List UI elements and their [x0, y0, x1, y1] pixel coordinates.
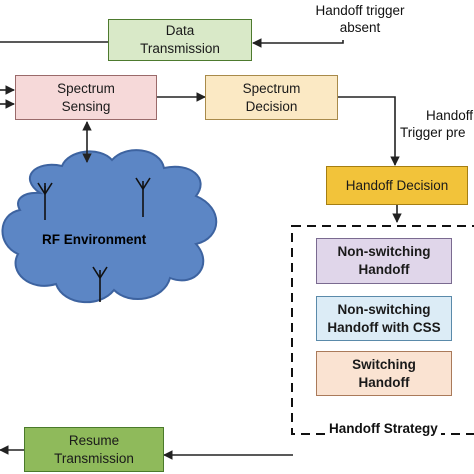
box-line: Handoff [358, 262, 410, 277]
box-line: Decision [245, 98, 298, 114]
box-line: Resume [68, 432, 120, 448]
box-line: Handoff Decision [345, 177, 449, 193]
non-switching-handoff-box: Non-switching Handoff [316, 238, 452, 284]
box-line: Transmission [140, 41, 220, 56]
trigger-absent-label: Handoff trigger absent [300, 2, 420, 36]
antenna-icon [135, 177, 151, 217]
spectrum-decision-box: Spectrum Decision [205, 75, 338, 120]
spectrum-sensing-box: Spectrum Sensing [15, 75, 157, 120]
box-line: Switching [352, 356, 416, 372]
box-line: Spectrum [242, 80, 301, 96]
box-line: Spectrum [57, 80, 115, 96]
box-line: Data [165, 23, 195, 38]
trigger-present-label: Handoff Trigger pre [400, 107, 474, 141]
connector-arrow [252, 38, 344, 48]
antenna-icon [37, 182, 53, 220]
handoff-strategy-label: Handoff Strategy [326, 420, 441, 437]
data-transmission-box: Data Transmission [108, 19, 252, 61]
resume-transmission-box: Resume Transmission [24, 427, 164, 472]
box-line: Non-switching [337, 244, 431, 259]
handoff-strategy-container [291, 225, 474, 435]
box-line: Transmission [54, 450, 134, 466]
box-line: Non-switching [337, 301, 431, 317]
label-line: Trigger pre [400, 125, 466, 140]
label-line: Handoff trigger [315, 3, 405, 18]
non-switching-css-box: Non-switching Handoff with CSS [316, 296, 452, 341]
label-line: absent [339, 20, 381, 35]
connector-arrow [338, 96, 400, 166]
antenna-icon [92, 266, 108, 302]
handoff-decision-box: Handoff Decision [326, 166, 468, 205]
box-line: Handoff with CSS [327, 319, 441, 335]
switching-handoff-box: Switching Handoff [316, 351, 452, 396]
box-line: Handoff [358, 374, 410, 390]
label-line: Handoff [426, 108, 474, 123]
box-line: Sensing [61, 98, 111, 114]
rf-environment-label: RF Environment [42, 232, 147, 247]
rf-environment-cloud [1, 149, 218, 303]
